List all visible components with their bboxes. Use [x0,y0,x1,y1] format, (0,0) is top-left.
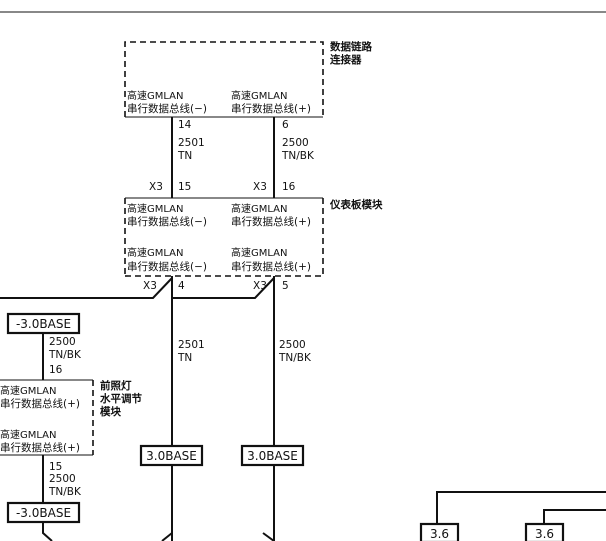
wire-a-color: TN [177,150,192,162]
ipc-top-left-line1: 高速GMLAN [127,202,184,215]
headlamp-name-line1: 前照灯 [100,379,132,392]
ref-36-a-box[interactable] [419,522,460,541]
ipc-top-right-line1: 高速GMLAN [231,202,288,215]
ipc-bot-left-line1: 高速GMLAN [127,246,184,259]
ipc-pin-top-right: 16 [282,181,296,193]
page-ref-left-box[interactable] [139,444,204,467]
headlamp-wire-top-circuit: 2500 [49,336,76,348]
wire-c-color: TN [177,352,192,364]
wire-a-circuit: 2501 [178,137,205,149]
dlc-name-line2: 连接器 [330,53,362,66]
wire-b-color: TN/BK [281,150,315,162]
headlamp-ref-top[interactable]: -3.0BASE [16,317,71,331]
dlc-right-line1: 高速GMLAN [231,89,288,102]
ipc-conn-top-left: X3 [149,181,163,193]
headlamp-wire-top-color: TN/BK [48,349,82,361]
dlc-right-line2: 串行数据总线(+) [231,102,311,115]
ipc-pin-bot-left: 4 [178,280,185,292]
wire-c-bottom-branch [161,532,173,541]
ipc-conn-top-right: X3 [253,181,267,193]
wire-d-color: TN/BK [278,352,312,364]
ipc-bot-right-line2: 串行数据总线(+) [231,260,311,273]
wire-d-circuit: 2500 [279,339,306,351]
data-link-connector: 数据链路 连接器 高速GMLAN 串行数据总线(−) 高速GMLAN 串行数据总… [124,40,372,131]
ipc-top-left-line2: 串行数据总线(−) [127,215,207,228]
headlamp-leveling-module: -3.0BASE 2500 TN/BK 16 前照灯 水平调节 模块 高速GML… [0,312,142,541]
page-ref-left[interactable]: 3.0BASE [146,449,197,463]
dlc-name-line1: 数据链路 [329,40,372,53]
ref-36-a[interactable]: 3.6 [430,527,449,541]
headlamp-bot-line2: 串行数据总线(+) [0,441,80,454]
wire-b-circuit: 2500 [282,137,309,149]
ipc-bot-right-line1: 高速GMLAN [231,246,288,259]
instrument-panel-module: X3 15 X3 16 仪表板模块 高速GMLAN 串行数据总线(−) 高速GM… [124,181,383,292]
dlc-left-line2: 串行数据总线(−) [127,102,207,115]
headlamp-wire-top-pin: 16 [49,364,63,376]
ipc-pin-bot-right: 5 [282,280,289,292]
ref-36-b-box[interactable] [524,522,565,541]
ipc-top-right-line2: 串行数据总线(+) [231,215,311,228]
wire-c-branch [0,277,173,299]
headlamp-wire-bot-circuit: 2500 [49,473,76,485]
headlamp-ref-bot[interactable]: -3.0BASE [16,506,71,520]
page-ref-right[interactable]: 3.0BASE [247,449,298,463]
ref-36-b[interactable]: 3.6 [535,527,554,541]
headlamp-name-line2: 水平调节 [99,392,142,405]
headlamp-top-line2: 串行数据总线(+) [0,397,80,410]
ipc-name: 仪表板模块 [329,198,383,211]
ipc-conn-bot-left: X3 [143,280,157,292]
ipc-bot-left-line2: 串行数据总线(−) [127,260,207,273]
headlamp-wire-exit [42,522,53,541]
ipc-conn-bot-right: X3 [253,280,267,292]
page-ref-right-box[interactable] [240,444,305,467]
right-bus-wire-a [436,491,606,524]
dlc-pin-right: 6 [282,119,289,131]
headlamp-top-line1: 高速GMLAN [0,384,57,397]
right-bus-wire-b [543,509,606,524]
headlamp-name-line3: 模块 [100,405,121,418]
dlc-pin-left: 14 [178,119,192,131]
ipc-pin-top-left: 15 [178,181,191,193]
ipc-outline-sides [124,198,324,276]
dlc-left-line1: 高速GMLAN [127,89,184,102]
dlc-outline [124,41,324,117]
headlamp-wire-bot-color: TN/BK [48,486,82,498]
headlamp-bot-line1: 高速GMLAN [0,428,57,441]
wire-d-branch [172,277,275,299]
wire-d-bottom-branch [262,532,275,541]
headlamp-wire-bot-pin: 15 [49,461,62,473]
wire-c-circuit: 2501 [178,339,205,351]
